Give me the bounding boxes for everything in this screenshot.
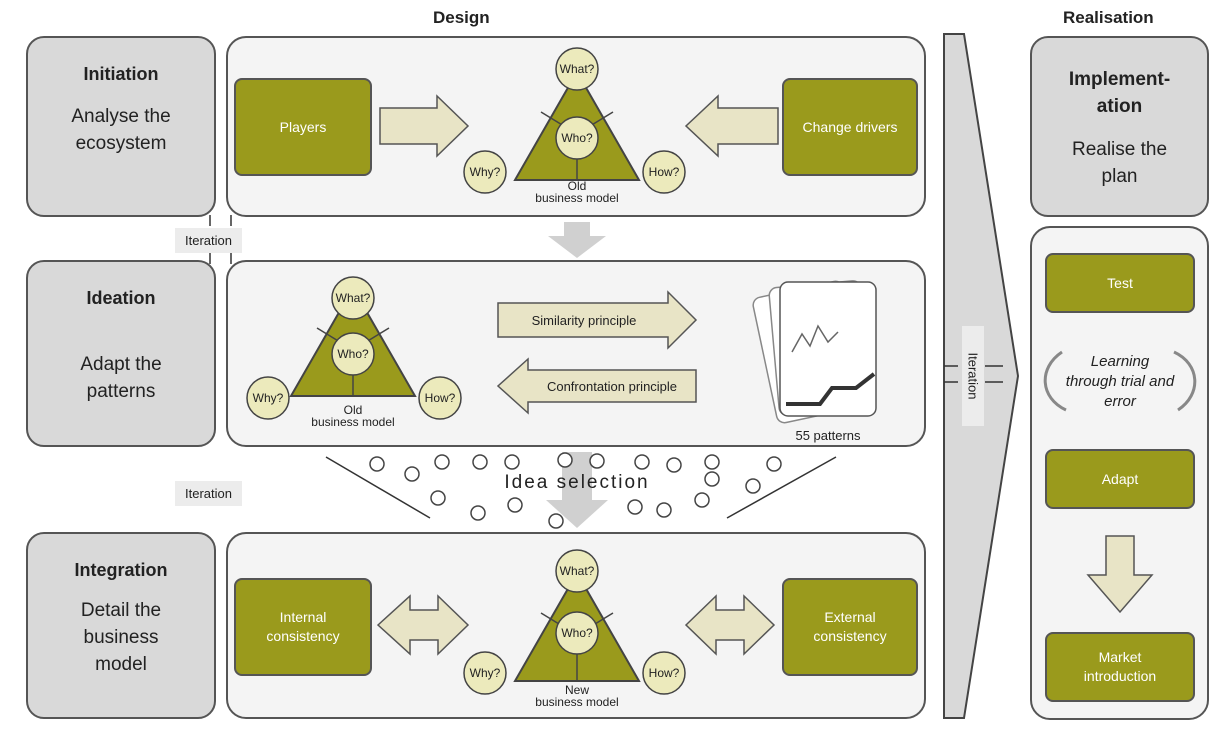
idea-caption-1: Old xyxy=(343,403,363,417)
integ-caption-1: New xyxy=(564,683,589,697)
iteration-label-middle: Iteration xyxy=(175,481,242,506)
learning-right-curve xyxy=(1173,350,1197,412)
integ-who-label: Who? xyxy=(561,626,593,640)
initiation-subtitle-2: ecosystem xyxy=(75,133,167,154)
idea-why-label: Why? xyxy=(252,391,284,405)
ideation-title: Ideation xyxy=(86,288,156,308)
integration-phase-box: Integration Detail the business model xyxy=(26,532,216,719)
idea-how-label: How? xyxy=(424,391,456,405)
learning-text: Learning through trial and error xyxy=(1040,352,1200,412)
learning-line-1: Learning xyxy=(1090,353,1150,370)
change-drivers-arrow-shape xyxy=(684,94,779,158)
init-caption-2: business model xyxy=(535,191,619,205)
confrontation-arrow-shape xyxy=(496,357,697,415)
init-who-label: Who? xyxy=(561,131,593,145)
change-drivers-box: Change drivers xyxy=(782,78,918,176)
integ-why-label: Why? xyxy=(469,666,501,680)
funnel-left-line xyxy=(325,456,431,519)
iteration-label-vertical: Iteration xyxy=(965,352,981,400)
idea-who-label: Who? xyxy=(337,347,369,361)
internal-line-2: consistency xyxy=(266,628,340,644)
implementation-phase-box: Implement- ation Realise the plan xyxy=(1030,36,1209,217)
funnel-right-line xyxy=(726,456,837,519)
integ-what-label: What? xyxy=(559,564,595,578)
iteration-vertical-chip: Iteration xyxy=(962,326,984,426)
integration-subtitle-3: model xyxy=(95,654,147,675)
idea-caption-2: business model xyxy=(311,415,395,429)
market-label-2: introduction xyxy=(1083,668,1157,684)
integration-subtitle-2: business xyxy=(83,627,159,648)
players-box: Players xyxy=(234,78,372,176)
integ-caption-2: business model xyxy=(535,695,619,709)
similarity-principle-label: Similarity principle xyxy=(531,313,637,328)
external-consistency-box: External consistency xyxy=(782,578,918,676)
confrontation-principle-label: Confrontation principle xyxy=(546,379,678,394)
iteration-label-top: Iteration xyxy=(175,228,242,253)
ideation-phase-box: Ideation Adapt the patterns xyxy=(26,260,216,447)
integration-title: Integration xyxy=(74,560,168,580)
adapt-label: Adapt xyxy=(1101,470,1139,487)
learning-line-2: through trial and xyxy=(1065,373,1175,390)
internal-double-arrow-shape xyxy=(376,594,470,656)
learning-line-3: error xyxy=(1104,393,1136,410)
players-arrow-shape xyxy=(379,94,470,158)
external-line-1: External xyxy=(824,609,876,625)
integration-subtitle-1: Detail the xyxy=(80,600,162,621)
init-what-label: What? xyxy=(559,62,595,76)
ideation-subtitle-2: patterns xyxy=(86,381,156,402)
adapt-box: Adapt xyxy=(1045,449,1195,509)
initiation-phase-box: Initiation Analyse the ecosystem xyxy=(26,36,216,217)
patterns-label: 55 patterns xyxy=(795,428,861,443)
internal-line-1: Internal xyxy=(279,609,327,625)
initiation-subtitle-1: Analyse the xyxy=(71,106,171,127)
market-introduction-box: Market introduction xyxy=(1045,632,1195,702)
similarity-arrow-shape xyxy=(497,290,698,350)
realisation-down-arrow-shape xyxy=(1086,535,1154,614)
idea-what-label: What? xyxy=(335,291,371,305)
init-how-label: How? xyxy=(648,165,680,179)
down-arrow-2-shape xyxy=(546,452,608,528)
internal-consistency-box: Internal consistency xyxy=(234,578,372,676)
market-label-1: Market xyxy=(1098,649,1142,665)
implementation-subtitle-2: plan xyxy=(1101,166,1138,187)
iteration-small-arrows xyxy=(209,215,1003,383)
implementation-subtitle-1: Realise the xyxy=(1071,139,1168,160)
ideation-subtitle-1: Adapt the xyxy=(80,354,162,375)
init-caption-1: Old xyxy=(567,179,587,193)
external-double-arrow-shape xyxy=(684,594,776,656)
pattern-cards-icon xyxy=(752,280,877,424)
learning-left-curve xyxy=(1043,350,1067,412)
realisation-column-title: Realisation xyxy=(1063,8,1154,27)
implementation-title-1: Implement- xyxy=(1068,69,1171,90)
implementation-title-2: ation xyxy=(1096,96,1143,117)
integ-how-label: How? xyxy=(648,666,680,680)
external-line-2: consistency xyxy=(813,628,887,644)
design-column-title: Design xyxy=(433,8,490,27)
initiation-title: Initiation xyxy=(83,64,159,84)
down-arrow-1-shape xyxy=(548,222,606,258)
idea-selection-label: Idea selection xyxy=(504,472,650,493)
idea-dots xyxy=(369,452,782,529)
init-why-label: Why? xyxy=(469,165,501,179)
test-box: Test xyxy=(1045,253,1195,313)
